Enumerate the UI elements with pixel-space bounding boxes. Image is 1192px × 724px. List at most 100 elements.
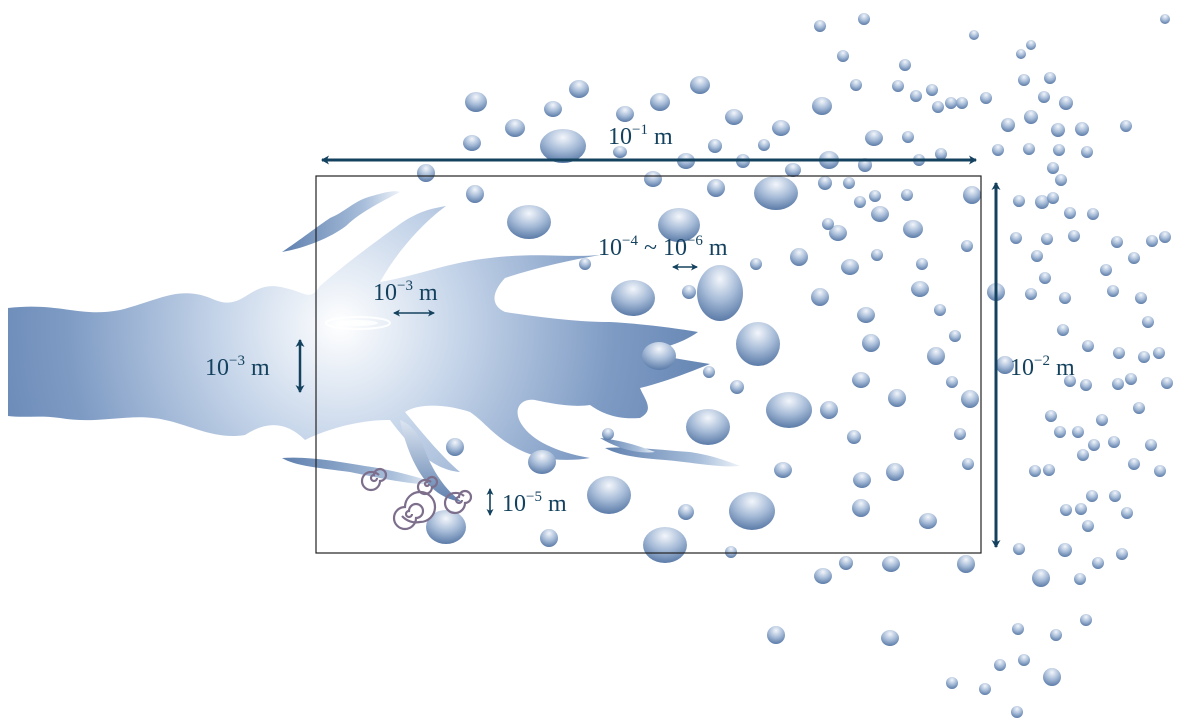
droplet xyxy=(899,59,911,71)
droplet xyxy=(790,248,808,266)
droplet xyxy=(1087,208,1099,220)
droplet xyxy=(643,527,687,563)
ligament xyxy=(282,457,440,485)
droplet xyxy=(725,109,743,125)
droplet xyxy=(1142,316,1154,328)
droplet xyxy=(932,101,944,113)
droplet xyxy=(852,499,870,517)
droplet xyxy=(945,97,957,109)
droplet xyxy=(417,164,435,182)
droplet xyxy=(1161,377,1173,389)
droplet xyxy=(1001,118,1015,132)
droplet xyxy=(994,659,1006,671)
droplet xyxy=(946,376,958,388)
domain-frame xyxy=(315,175,982,554)
droplet xyxy=(1077,449,1089,461)
breakup-core-highlight xyxy=(325,316,391,330)
droplet xyxy=(1075,503,1087,515)
droplet xyxy=(903,220,923,238)
vortex-scale-label: 10−5 m xyxy=(502,489,567,517)
droplet xyxy=(1058,543,1072,557)
droplet xyxy=(949,330,961,342)
droplet xyxy=(678,504,694,520)
droplet xyxy=(774,462,792,478)
droplet xyxy=(686,409,730,445)
droplet xyxy=(1025,288,1037,300)
droplet xyxy=(1153,347,1165,359)
droplet xyxy=(505,119,525,137)
droplet xyxy=(1092,557,1104,569)
droplet xyxy=(818,176,832,190)
droplet xyxy=(1057,324,1069,336)
droplet xyxy=(1074,573,1086,585)
droplet xyxy=(919,513,937,529)
droplet xyxy=(1054,426,1066,438)
droplet-cloud xyxy=(417,13,1173,718)
droplet xyxy=(1051,123,1065,137)
droplet xyxy=(611,280,655,316)
vortex-spiral xyxy=(443,489,473,515)
droplet xyxy=(1026,40,1036,50)
droplet xyxy=(1059,96,1073,110)
droplet xyxy=(1081,146,1093,158)
droplet xyxy=(1096,414,1108,426)
droplet xyxy=(465,92,487,112)
droplet xyxy=(1059,292,1071,304)
jet-core-width-label: 10−3 m xyxy=(205,353,270,381)
droplet xyxy=(814,568,832,584)
droplet xyxy=(954,428,966,440)
droplet xyxy=(961,390,979,408)
droplet xyxy=(881,630,899,646)
droplet xyxy=(758,139,770,151)
droplet xyxy=(544,101,562,117)
droplet xyxy=(644,171,662,187)
droplet xyxy=(1043,464,1055,476)
droplet xyxy=(1159,231,1171,243)
droplet xyxy=(1146,235,1158,247)
droplet xyxy=(642,342,676,370)
droplet xyxy=(1013,543,1025,555)
droplet xyxy=(616,106,634,122)
droplet xyxy=(1082,340,1094,352)
droplet xyxy=(820,401,838,419)
droplet xyxy=(871,249,883,261)
droplet xyxy=(1086,490,1098,502)
droplet xyxy=(969,30,979,40)
droplet xyxy=(1010,232,1022,244)
droplet xyxy=(785,163,801,177)
droplet xyxy=(963,186,981,204)
droplet xyxy=(602,428,614,440)
droplet xyxy=(862,334,880,352)
droplet xyxy=(882,556,900,572)
droplet xyxy=(579,258,591,270)
droplet xyxy=(1160,14,1170,24)
droplet xyxy=(829,225,847,241)
droplet xyxy=(1072,426,1084,438)
droplet xyxy=(1039,272,1051,284)
droplet xyxy=(871,206,889,222)
ligament xyxy=(282,191,400,252)
droplet xyxy=(886,463,904,481)
droplet xyxy=(1012,623,1024,635)
droplet xyxy=(927,347,945,365)
ligament xyxy=(400,420,462,502)
droplet xyxy=(934,304,946,316)
droplet xyxy=(946,677,958,689)
droplet xyxy=(1138,351,1150,363)
droplet xyxy=(853,472,871,488)
droplet xyxy=(1016,49,1026,59)
droplet xyxy=(426,510,466,544)
droplet xyxy=(1060,504,1072,516)
droplet xyxy=(1116,548,1128,560)
droplet xyxy=(852,372,870,388)
droplet xyxy=(466,185,484,203)
droplet xyxy=(446,438,464,456)
droplet xyxy=(1064,207,1076,219)
droplet xyxy=(736,322,780,366)
droplet xyxy=(1135,292,1147,304)
droplet xyxy=(811,288,829,306)
droplet xyxy=(910,90,922,102)
droplet xyxy=(707,179,725,197)
droplet xyxy=(996,356,1014,374)
droplet xyxy=(1047,162,1059,174)
